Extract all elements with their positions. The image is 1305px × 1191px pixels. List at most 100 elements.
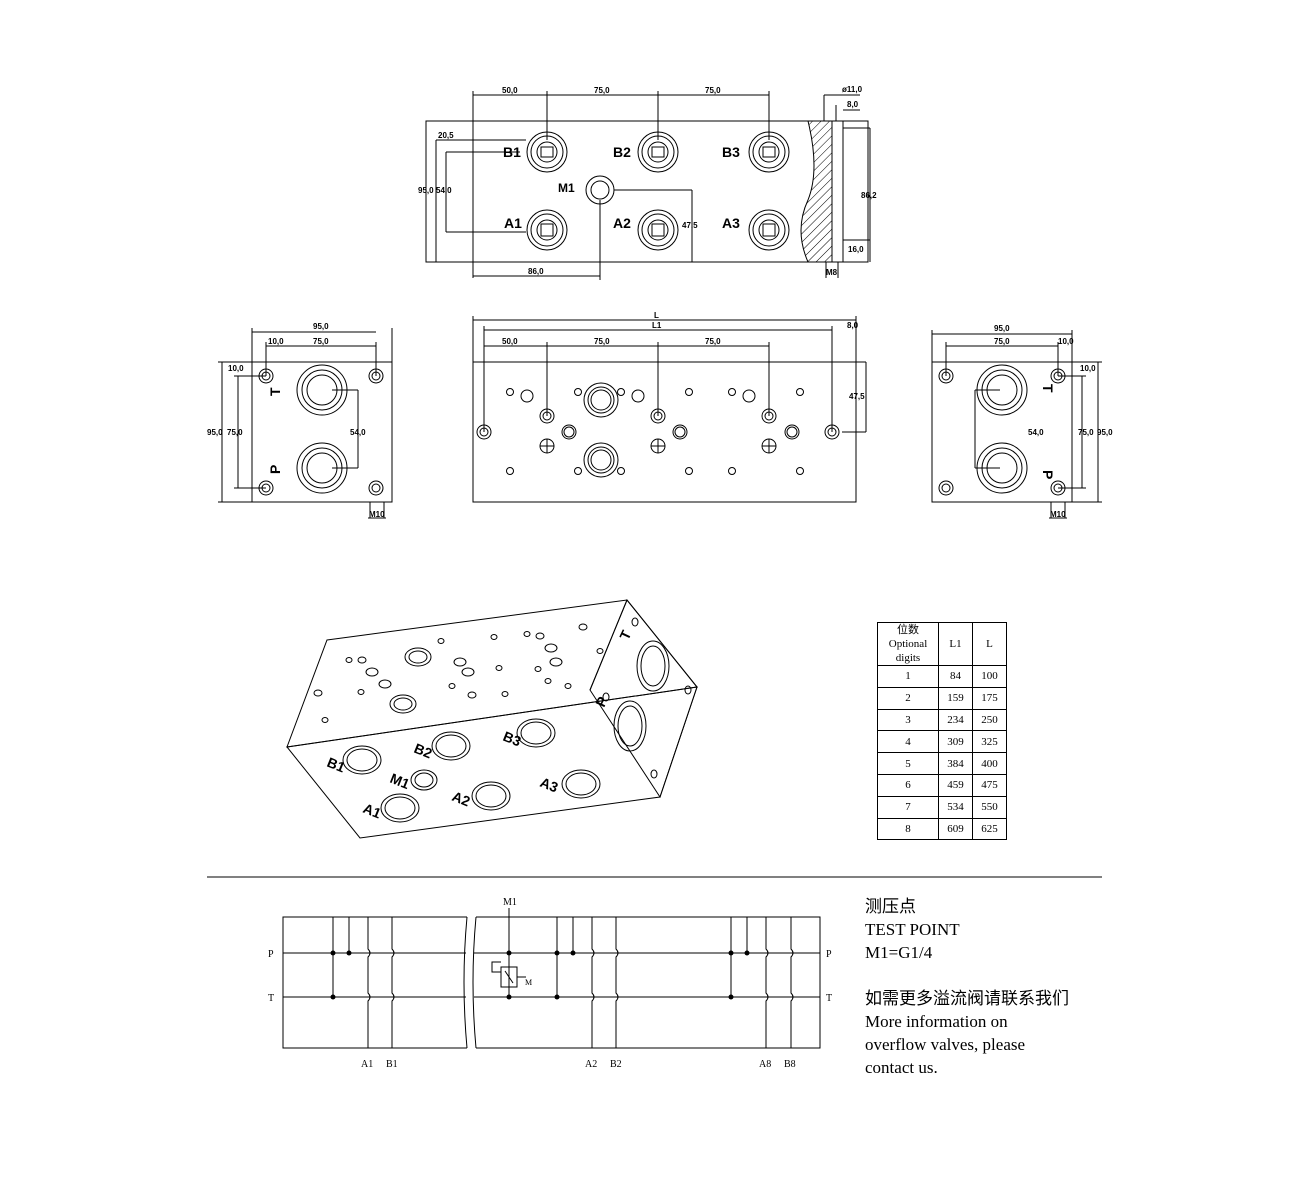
top-dim-phi11: ø11,0 xyxy=(842,85,863,94)
left-dim-w95: 95,0 xyxy=(313,322,329,331)
left-view xyxy=(218,328,393,519)
top-view xyxy=(425,91,871,280)
right-dim-w75: 75,0 xyxy=(994,337,1010,346)
schematic-p-right: P xyxy=(826,949,832,960)
cell-l1: 384 xyxy=(938,752,973,775)
header-l1: L1 xyxy=(938,622,973,666)
top-dim-16: 16,0 xyxy=(848,245,864,254)
right-dim-h95: 95,0 xyxy=(1097,428,1113,437)
top-dim-75b: 75,0 xyxy=(705,86,721,95)
top-dim-20-5: 20,5 xyxy=(438,131,454,140)
test-point-thread: M1=G1/4 xyxy=(865,943,933,962)
left-dim-h10: 10,0 xyxy=(228,364,244,373)
left-dim-m10: M10 xyxy=(369,510,385,519)
test-point-en: TEST POINT xyxy=(865,920,960,939)
schematic-b8: B8 xyxy=(784,1059,796,1070)
cell-digits: 1 xyxy=(877,665,939,688)
schematic-m1: M1 xyxy=(503,897,517,908)
contact-en-3: contact us. xyxy=(865,1058,938,1077)
cell-digits: 7 xyxy=(877,795,939,819)
top-port-a2 xyxy=(637,209,679,251)
left-dim-w10: 10,0 xyxy=(268,337,284,346)
top-dim-95: 95,0 xyxy=(418,186,434,195)
top-label-b2: B2 xyxy=(613,144,631,160)
left-dim-54: 54,0 xyxy=(350,428,366,437)
iso-label-b3: B3 xyxy=(501,728,524,750)
iso-label-b2: B2 xyxy=(412,740,435,762)
top-port-b2 xyxy=(637,131,679,173)
schematic-a1: A1 xyxy=(361,1059,373,1070)
top-label-b3: B3 xyxy=(722,144,740,160)
top-dim-75a: 75,0 xyxy=(594,86,610,95)
header-en-2: digits xyxy=(895,652,921,664)
cell-l1: 159 xyxy=(938,686,973,710)
right-dim-w10: 10,0 xyxy=(1058,337,1074,346)
right-dim-w95: 95,0 xyxy=(994,324,1010,333)
contact-en-1: More information on xyxy=(865,1012,1008,1031)
header-en-1: Optional xyxy=(888,638,928,650)
top-label-m1: M1 xyxy=(558,181,575,195)
contact-cn: 如需更多溢流阀请联系我们 xyxy=(865,989,1069,1008)
cell-l1: 459 xyxy=(938,773,973,797)
cell-l: 550 xyxy=(972,795,1007,819)
right-view xyxy=(931,330,1102,519)
cell-l1: 234 xyxy=(938,708,973,732)
left-label-p: P xyxy=(267,465,283,474)
right-dim-h10: 10,0 xyxy=(1080,364,1096,373)
test-point-cn: 测压点 xyxy=(865,897,916,916)
top-dim-86: 86,0 xyxy=(528,267,544,276)
cell-digits: 5 xyxy=(877,752,939,775)
top-port-b3 xyxy=(748,131,790,173)
schematic-t-right: T xyxy=(826,993,832,1004)
front-dim-l1: L1 xyxy=(652,321,662,330)
cell-digits: 8 xyxy=(877,817,939,841)
top-dim-54: 54,0 xyxy=(436,186,452,195)
top-label-a2: A2 xyxy=(613,215,631,231)
front-view xyxy=(472,316,867,503)
top-label-a3: A3 xyxy=(722,215,740,231)
left-label-t: T xyxy=(267,387,283,396)
cell-l: 400 xyxy=(972,752,1007,775)
iso-label-p: P xyxy=(592,694,610,709)
top-dim-47-5: 47,5 xyxy=(682,221,698,230)
header-l: L xyxy=(972,622,1007,666)
schematic-a2: A2 xyxy=(585,1059,597,1070)
top-port-a3 xyxy=(748,209,790,251)
schematic-junctions xyxy=(330,950,750,1000)
schematic-a8: A8 xyxy=(759,1059,771,1070)
top-port-a1 xyxy=(526,209,568,251)
cell-digits: 2 xyxy=(877,686,939,710)
right-dim-h75: 75,0 xyxy=(1078,428,1094,437)
header-cn: 位数 xyxy=(897,624,919,636)
right-label-t: T xyxy=(1040,384,1056,393)
left-dim-h75: 75,0 xyxy=(227,428,243,437)
test-point-note: 测压点 TEST POINT M1=G1/4 xyxy=(865,895,960,964)
cell-digits: 3 xyxy=(877,708,939,732)
left-dim-w75: 75,0 xyxy=(313,337,329,346)
top-dim-50: 50,0 xyxy=(502,86,518,95)
cell-l1: 534 xyxy=(938,795,973,819)
iso-label-b1: B1 xyxy=(325,754,348,776)
top-port-b1 xyxy=(526,131,568,173)
contact-note: 如需更多溢流阀请联系我们 More information on overflo… xyxy=(865,987,1069,1079)
left-dim-h95: 95,0 xyxy=(207,428,223,437)
cell-l: 175 xyxy=(972,686,1007,710)
front-dim-8: 8,0 xyxy=(847,321,859,330)
top-label-b1: B1 xyxy=(503,144,521,160)
iso-label-a2: A2 xyxy=(450,788,473,810)
schematic-b2: B2 xyxy=(610,1059,622,1070)
iso-label-a3: A3 xyxy=(538,774,561,796)
cell-l: 475 xyxy=(972,773,1007,797)
iso-view xyxy=(286,599,698,839)
cell-l1: 609 xyxy=(938,817,973,841)
cell-l: 100 xyxy=(972,665,1007,688)
